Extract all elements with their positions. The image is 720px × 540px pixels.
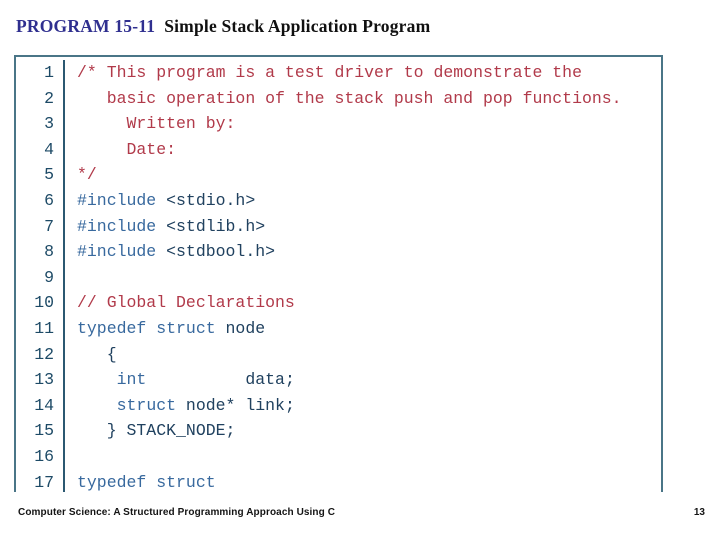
code-line: 12 { [16, 341, 661, 368]
code-text: #include <stdio.h> [77, 190, 256, 210]
code-line: 10 // Global Declarations [16, 290, 661, 316]
line-number: 8 [16, 239, 65, 265]
code-line: 14 struct node* link; [16, 392, 661, 419]
code-line: 9 [16, 264, 661, 291]
code-line: 7 #include <stdlib.h> [16, 213, 661, 240]
line-number: 6 [16, 187, 65, 214]
line-number: 5 [16, 162, 65, 188]
line-number: 3 [16, 111, 65, 137]
code-line: 6 #include <stdio.h> [16, 187, 661, 214]
code-text: */ [77, 165, 97, 185]
code-text: #include <stdbool.h> [77, 242, 276, 262]
code-line: 4 Date: [16, 136, 661, 163]
line-number: 14 [16, 392, 65, 419]
footer-page-number: 13 [693, 507, 705, 518]
line-number: 1 [16, 60, 65, 86]
page-title: PROGRAM 15-11 Simple Stack Application Pr… [16, 16, 430, 37]
line-number: 13 [16, 367, 65, 393]
code-line: 2 basic operation of the stack push and … [16, 85, 661, 112]
code-line: 3 Written by: [16, 111, 661, 137]
line-number: 16 [16, 443, 65, 470]
code-text [65, 444, 77, 470]
program-name-label: Simple Stack Application Program [164, 16, 431, 36]
line-number: 17 [16, 469, 65, 492]
code-text: #include <stdlib.h> [77, 216, 266, 236]
code-line: 5 */ [16, 162, 661, 188]
line-number: 4 [16, 136, 65, 163]
code-text: Written by: [77, 114, 236, 134]
code-text: { [77, 344, 117, 364]
code-line: 8 #include <stdbool.h> [16, 239, 661, 265]
code-text: // Global Declarations [77, 293, 295, 313]
line-number: 11 [16, 315, 65, 342]
code-text: typedef struct [77, 472, 216, 492]
code-line: 15 } STACK_NODE; [16, 418, 661, 444]
footer-book-title: Computer Science: A Structured Programmi… [18, 507, 336, 518]
line-number: 9 [16, 264, 65, 291]
code-listing-panel: 1 /* This program is a test driver to dem… [14, 55, 663, 492]
line-number: 2 [16, 85, 65, 112]
code-text: typedef struct node [77, 318, 266, 338]
code-text: struct node* link; [116, 395, 295, 415]
code-text: basic operation of the stack push and po… [77, 88, 622, 108]
line-number: 7 [16, 213, 65, 240]
code-line: 13 int data; [16, 367, 661, 393]
line-number: 10 [16, 290, 65, 316]
code-line: 17 typedef struct [16, 469, 661, 492]
code-text: int data; [116, 370, 295, 390]
code-listing-body: 1 /* This program is a test driver to dem… [16, 60, 661, 492]
code-text: } STACK_NODE; [77, 421, 236, 441]
code-text [65, 265, 77, 291]
code-line: 16 [16, 443, 661, 470]
code-line: 1 /* This program is a test driver to dem… [16, 60, 661, 86]
line-number: 12 [16, 341, 65, 368]
line-number: 15 [16, 418, 65, 444]
code-line: 11 typedef struct node [16, 315, 661, 342]
code-text: Date: [77, 139, 177, 159]
code-text: /* This program is a test driver to demo… [77, 63, 582, 82]
program-number-label: PROGRAM 15-11 [16, 16, 156, 36]
